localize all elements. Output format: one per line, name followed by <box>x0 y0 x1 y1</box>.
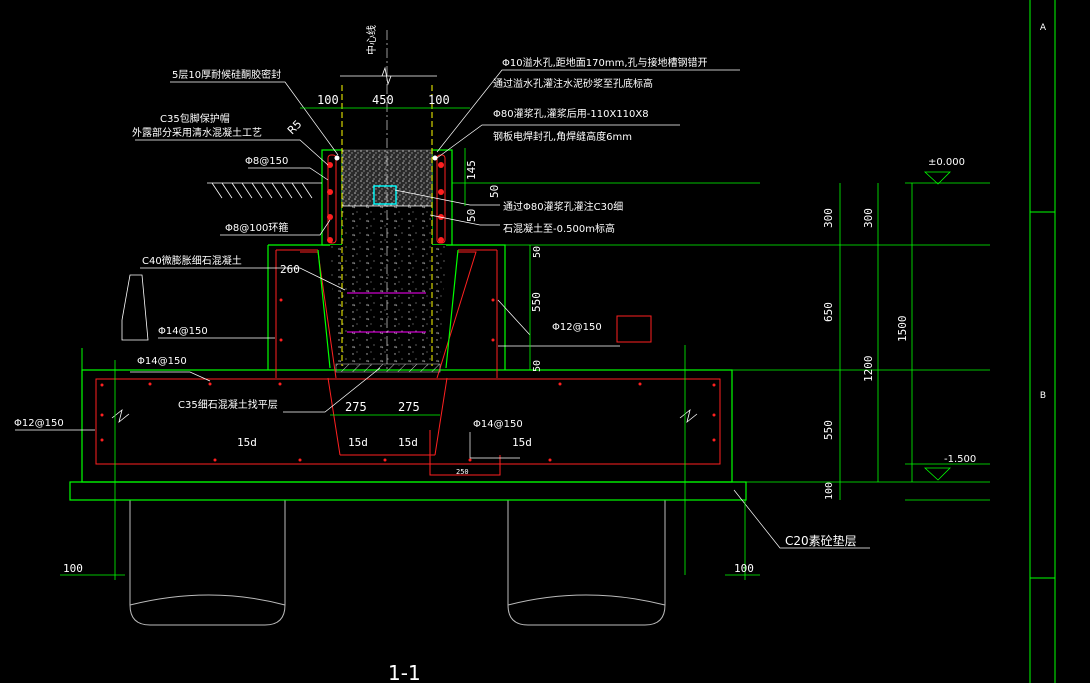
level-zero: ±0.000 <box>928 157 965 168</box>
phi14-150-a: Φ14@150 <box>158 326 208 337</box>
c35-cap-note: 外露部分采用清水混凝土工艺 <box>132 126 262 139</box>
section-title: 1-1 <box>388 661 421 683</box>
rebar-dots <box>100 162 716 462</box>
dim-450: 450 <box>372 93 394 107</box>
grout-hole-note: 钢板电焊封孔,角焊缝高度6mm <box>493 130 632 143</box>
dim-right-300-b: 300 <box>862 208 875 228</box>
dim-50-b: 50 <box>465 209 478 222</box>
dim-right-1500: 1500 <box>896 316 909 343</box>
piles <box>129 500 666 626</box>
dimension-lines <box>60 107 990 580</box>
overflow-hole-note: 通过溢水孔灌注水泥砂浆至孔底标高 <box>493 77 653 90</box>
dim-15d-b: 15d <box>348 436 368 449</box>
grid-axis-column: A B <box>1029 0 1056 683</box>
dim-275-a: 275 <box>345 400 367 414</box>
dim-15d-d: 15d <box>512 436 532 449</box>
dim-right-1200: 1200 <box>862 356 875 383</box>
phi12-150-left: Φ12@150 <box>14 418 64 429</box>
phi14-150-c: Φ14@150 <box>473 419 523 430</box>
annotations: 中心线 5层10厚耐候硅酮胶密封 C35包脚保护帽 外露部分采用清水混凝土工艺 … <box>14 25 976 683</box>
dim-50-c: 50 <box>532 246 543 258</box>
grout-fill-label: 通过Φ80灌浆孔灌注C30细 <box>503 200 623 213</box>
c20-label: C20素砼垫层 <box>785 533 857 548</box>
overflow-hole-label: Φ10溢水孔,距地面170mm,孔与接地槽钢错开 <box>502 56 708 69</box>
grid-label-b: B <box>1040 391 1046 401</box>
dim-250: 250 <box>456 468 469 476</box>
centerline-label: 中心线 <box>365 25 378 55</box>
dim-right-650: 650 <box>822 302 835 322</box>
dim-bottom-100-a: 100 <box>63 562 83 575</box>
dim-100-b: 100 <box>428 93 450 107</box>
marker-box <box>616 315 652 343</box>
ground-line <box>207 182 760 199</box>
seal-label: 5层10厚耐候硅酮胶密封 <box>172 68 281 81</box>
dim-15d-a: 15d <box>237 436 257 449</box>
dim-15d-c: 15d <box>398 436 418 449</box>
level-bottom: -1.500 <box>944 454 976 465</box>
dim-bottom-100-b: 100 <box>734 562 754 575</box>
phi12-150-right: Φ12@150 <box>552 322 602 333</box>
dim-100-a: 100 <box>317 93 339 107</box>
c35-leveling-label: C35细石混凝土找平层 <box>178 398 278 411</box>
c20-bedding-layer <box>69 481 747 501</box>
grid-label-a: A <box>1040 23 1047 33</box>
phi8-150-label: Φ8@150 <box>245 156 288 167</box>
grout-hole-label: Φ80灌浆孔,灌浆后用-110X110X8 <box>493 107 649 120</box>
phi8-100-label: Φ8@100环箍 <box>225 221 288 234</box>
dim-right-100: 100 <box>824 482 835 500</box>
dim-145: 145 <box>465 160 478 180</box>
dim-550-a: 550 <box>530 292 543 312</box>
phi14-150-b: Φ14@150 <box>137 356 187 367</box>
dim-right-300-a: 300 <box>822 208 835 228</box>
c40-label: C40微膨胀细石混凝土 <box>142 254 242 267</box>
c35-cap-label: C35包脚保护帽 <box>160 112 230 125</box>
dim-50-a: 50 <box>488 185 501 198</box>
leader-lines <box>15 69 870 549</box>
collar <box>321 30 453 373</box>
dim-275-b: 275 <box>398 400 420 414</box>
dim-50-d: 50 <box>532 360 543 372</box>
dim-right-550: 550 <box>822 420 835 440</box>
radius-label: R5 <box>285 118 305 138</box>
dim-260: 260 <box>280 263 300 276</box>
grout-fill-note: 石混凝土至-0.500m标高 <box>503 222 615 235</box>
